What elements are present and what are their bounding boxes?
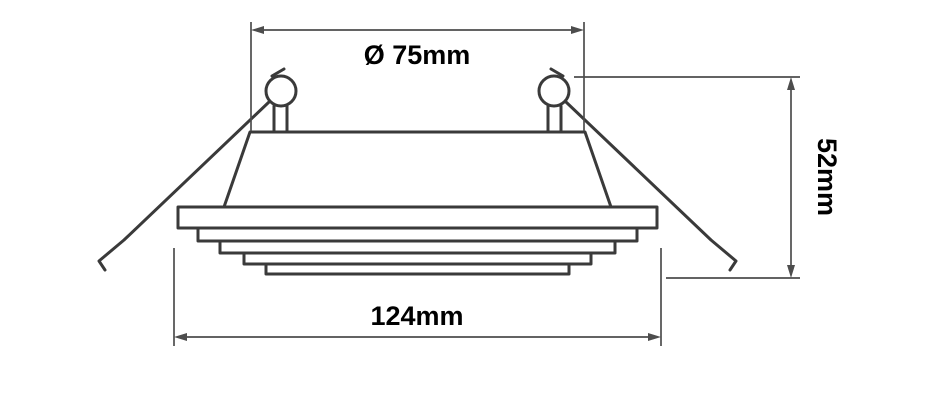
top-arrow-right	[571, 26, 584, 34]
trim-step-5	[264, 262, 571, 276]
spring-arm-left	[97, 100, 271, 272]
height-arrow-bottom	[787, 265, 795, 278]
spring-coil-left	[264, 74, 298, 108]
height-arrow-top	[787, 77, 795, 90]
spring-clip-left	[97, 67, 298, 272]
trim-step-3	[218, 239, 617, 255]
diameter-label: Ø 75mm	[364, 40, 471, 70]
spring-wire-end-right	[549, 67, 565, 78]
spring-arm-right	[564, 100, 738, 272]
spring-clip-right	[537, 67, 738, 272]
top-arrow-left	[251, 26, 264, 34]
height-dimension	[574, 76, 800, 279]
spring-wire-end-left	[270, 67, 286, 78]
width-arrow-right	[648, 333, 661, 341]
width-arrow-left	[174, 333, 187, 341]
trim-step-1	[176, 205, 659, 230]
width-label: 124mm	[370, 301, 463, 331]
width-dimension	[173, 248, 662, 346]
trim-step-4	[242, 251, 593, 266]
top-dimension	[250, 22, 585, 131]
trim-step-2	[196, 226, 639, 243]
spring-coil-right	[537, 74, 571, 108]
lamp-body	[222, 130, 613, 209]
fixture-drawing	[97, 67, 738, 276]
height-label: 52mm	[812, 138, 842, 216]
